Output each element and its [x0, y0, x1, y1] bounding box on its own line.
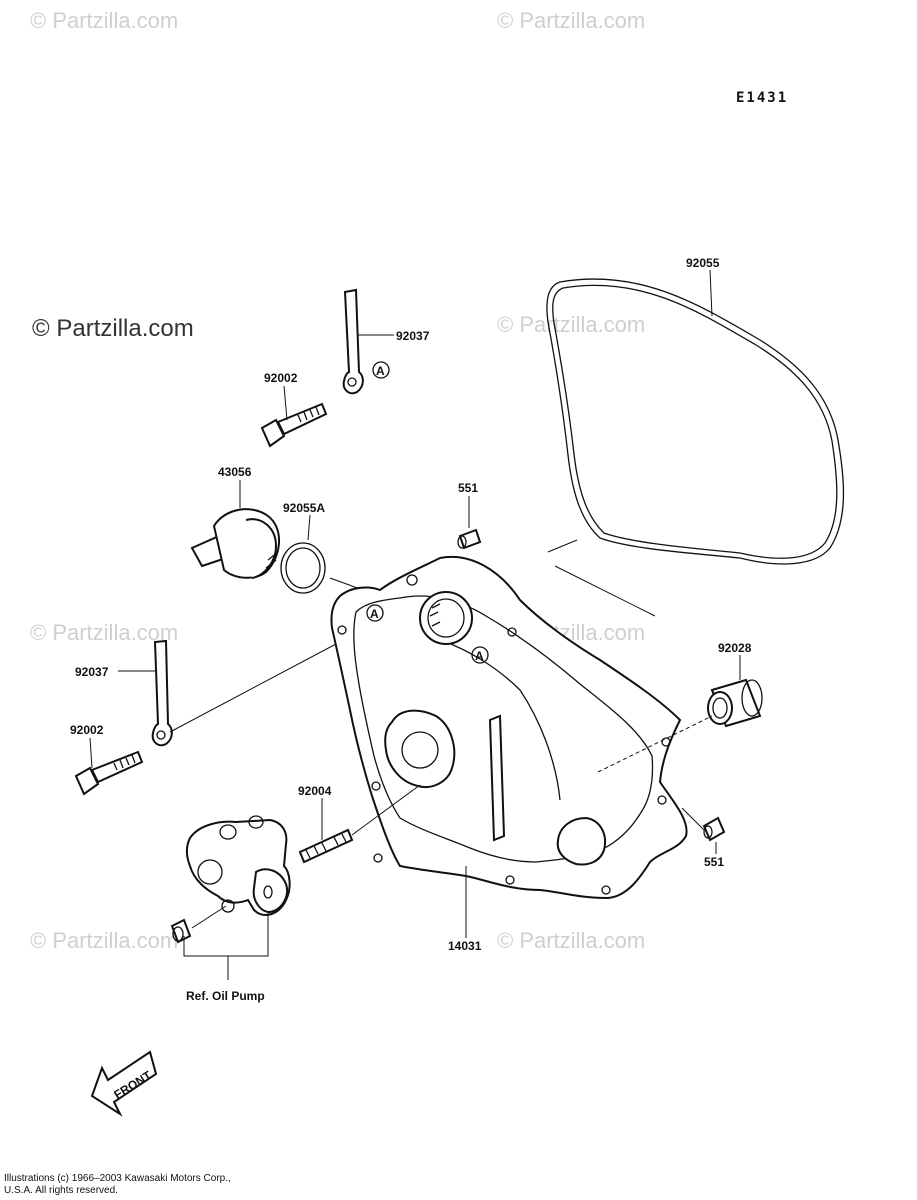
leader-line — [547, 539, 578, 553]
part-label-92037-top[interactable]: 92037 — [396, 329, 430, 343]
bolt-left[interactable] — [74, 750, 144, 796]
marker-a: A — [471, 646, 489, 664]
copyright-notice: Illustrations (c) 1966–2003 Kawasaki Mot… — [4, 1173, 231, 1196]
marker-a: A — [366, 604, 384, 622]
part-label-92002-left[interactable]: 92002 — [70, 723, 104, 737]
watermark: © Partzilla.com — [497, 312, 645, 337]
watermark: © Partzilla.com — [30, 8, 178, 33]
part-label-92004[interactable]: 92004 — [298, 784, 332, 798]
diagram-code: E1431 — [736, 90, 788, 106]
dowel-pin-right[interactable] — [702, 816, 726, 842]
part-label-551-right[interactable]: 551 — [704, 855, 724, 869]
dowel-pin-top[interactable] — [457, 528, 482, 550]
leader-line — [554, 565, 656, 617]
part-label-43056[interactable]: 43056 — [218, 465, 252, 479]
o-ring[interactable] — [280, 542, 326, 594]
svg-text:A: A — [475, 649, 484, 663]
leader-line — [169, 643, 337, 733]
watermark: © Partzilla.com — [497, 8, 645, 33]
marker-a: A — [372, 361, 390, 379]
part-label-551-top[interactable]: 551 — [458, 481, 478, 495]
leader-line — [89, 737, 93, 769]
part-label-92055[interactable]: 92055 — [686, 256, 720, 270]
engine-cover[interactable] — [330, 555, 688, 900]
watermark-main: © Partzilla.com — [32, 315, 194, 342]
watermark: © Partzilla.com — [30, 928, 178, 953]
svg-text:A: A — [370, 607, 379, 621]
part-label-92037-left[interactable]: 92037 — [75, 665, 109, 679]
leader-line — [191, 905, 227, 929]
part-label-92028[interactable]: 92028 — [718, 641, 752, 655]
leader-line — [351, 784, 421, 836]
part-label-92055a[interactable]: 92055A — [283, 501, 325, 515]
ref-oil-pump-label: Ref. Oil Pump — [186, 989, 265, 1003]
bushing[interactable] — [707, 678, 763, 728]
stud-bolt[interactable] — [298, 828, 354, 864]
gasket[interactable] — [546, 278, 845, 565]
svg-text:A: A — [376, 364, 385, 378]
front-arrow-icon: FRONT — [90, 1050, 158, 1117]
leader-line — [709, 269, 713, 317]
clamp-left[interactable] — [151, 639, 173, 747]
part-label-92002-top[interactable]: 92002 — [264, 371, 298, 385]
leader-line — [183, 912, 269, 957]
part-label-14031[interactable]: 14031 — [448, 939, 482, 953]
leader-line — [681, 807, 705, 831]
leader-line — [283, 385, 288, 421]
clamp-top[interactable] — [342, 288, 364, 395]
watermark: © Partzilla.com — [30, 620, 178, 645]
leader-line — [597, 715, 713, 773]
bolt-top[interactable] — [260, 402, 328, 448]
watermark: © Partzilla.com — [497, 928, 645, 953]
leader-line — [307, 514, 311, 541]
oil-filler-cap[interactable] — [190, 508, 281, 579]
oil-pump[interactable] — [170, 815, 291, 944]
